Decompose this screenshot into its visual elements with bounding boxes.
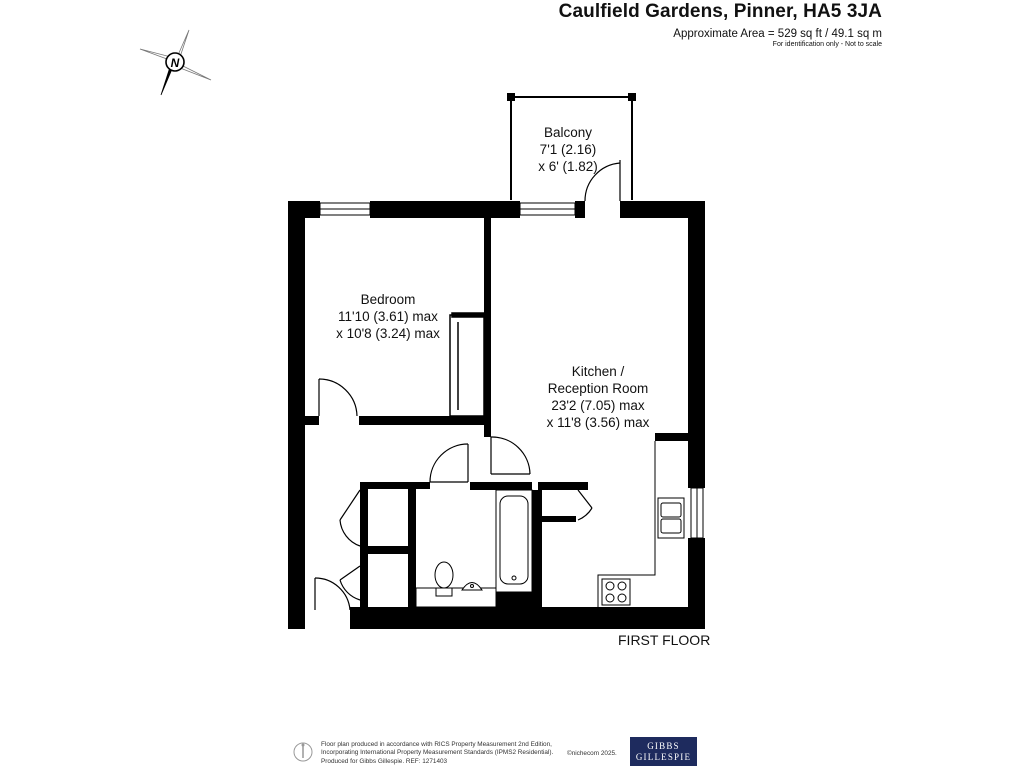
bedroom-wardrobe: [449, 312, 487, 417]
balcony-outline: [507, 93, 636, 200]
compass-north-letter: N: [171, 56, 180, 70]
floor-label: FIRST FLOOR: [618, 632, 711, 648]
balcony-dimension-1: 7'1 (2.16): [539, 142, 597, 157]
balcony-name: Balcony: [543, 125, 593, 140]
bath: [495, 489, 533, 593]
measurement-standard-icon: [293, 742, 313, 762]
door-swings: [314, 160, 621, 611]
footer-disclaimer: Floor plan produced in accordance with R…: [321, 741, 553, 766]
footer-line-1: Floor plan produced in accordance with R…: [321, 741, 552, 748]
kitchen-name-2: Reception Room: [547, 381, 649, 396]
interior-walls: [305, 218, 688, 607]
kitchen-label: Kitchen / Reception Room 23'2 (7.05) max…: [547, 363, 650, 431]
balcony-dimension-2: x 6' (1.82): [538, 159, 598, 174]
exterior-walls: [288, 201, 705, 629]
scale-disclaimer: For identification only - Not to scale: [772, 41, 882, 48]
compass-icon: N: [139, 29, 212, 96]
kitchen-name-1: Kitchen /: [571, 364, 625, 379]
footer-copyright: ©nichecom 2025.: [567, 750, 617, 757]
kitchen-units: [597, 441, 685, 607]
bedroom-dimension-2: x 10'8 (3.24) max: [336, 326, 440, 341]
kitchen-dimension-2: x 11'8 (3.56) max: [546, 415, 650, 430]
balcony-label: Balcony 7'1 (2.16) x 6' (1.82): [538, 124, 598, 175]
wc-and-basin: [415, 561, 497, 608]
logo-line-2: GILLESPIE: [635, 752, 692, 762]
property-address: Caulfield Gardens, Pinner, HA5 3JA: [558, 1, 882, 22]
approximate-area: Approximate Area = 529 sq ft / 49.1 sq m: [673, 28, 882, 40]
bedroom-dimension-1: 11'10 (3.61) max: [338, 309, 438, 324]
footer-line-2: Incorporating International Property Mea…: [321, 749, 554, 757]
bedroom-name: Bedroom: [360, 292, 416, 307]
windows: [319, 202, 704, 539]
footer-line-3: Produced for Gibbs Gillespie. REF: 12714…: [321, 757, 448, 765]
logo-line-1: GIBBS: [647, 741, 680, 751]
agent-logo: GIBBS GILLESPIE: [630, 737, 697, 766]
bedroom-label: Bedroom 11'10 (3.61) max x 10'8 (3.24) m…: [336, 291, 440, 342]
kitchen-dimension-1: 23'2 (7.05) max: [551, 398, 645, 413]
